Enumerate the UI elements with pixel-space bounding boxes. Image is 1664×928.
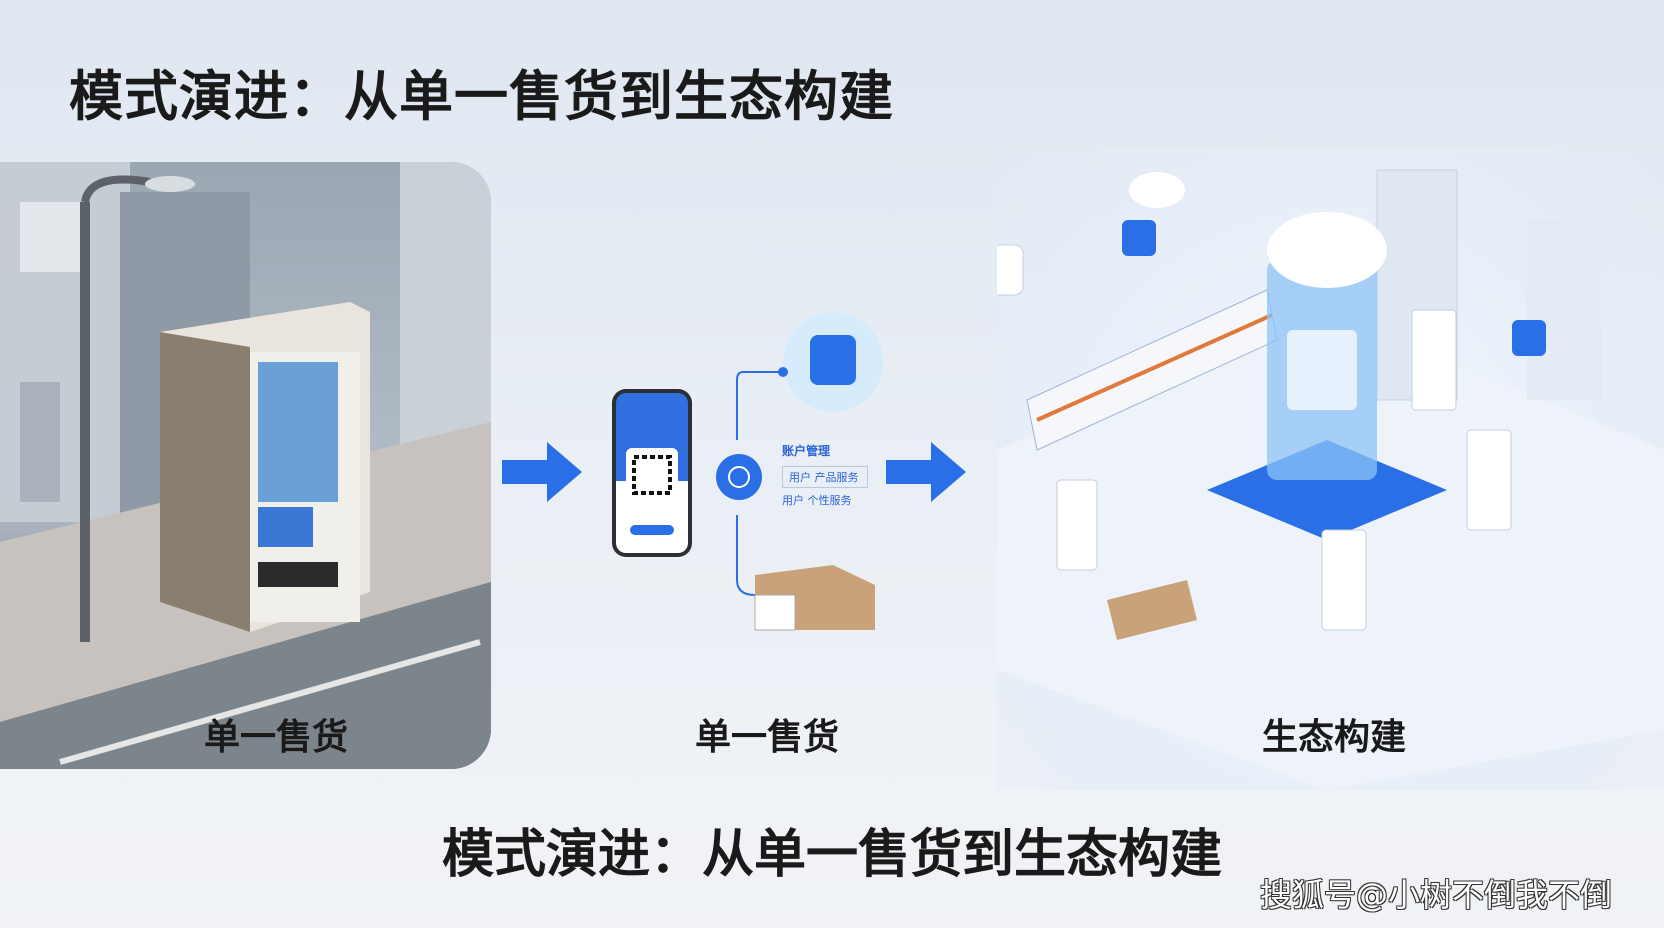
ecosystem-illustration	[976, 150, 1664, 790]
street-scene-icon	[0, 162, 491, 769]
watermark: 搜狐号@小树不倒我不倒	[1260, 876, 1613, 914]
phone-qr-illustration	[612, 389, 692, 557]
stage-label-single-retail-digital: 单一售货	[694, 717, 840, 758]
flow-item-account: 账户管理	[782, 444, 831, 458]
bottom-title: 模式演进：从单一售货到生态构建	[441, 825, 1222, 885]
flow-item-user-product: 用户 产品服务	[782, 466, 868, 488]
stage-label-ecosystem: 生态构建	[1261, 717, 1407, 758]
vending-machine-illustration	[0, 162, 491, 769]
page-title: 模式演进：从单一售货到生态构建	[69, 65, 894, 128]
stage-label-single-retail: 单一售货	[203, 717, 349, 758]
arrow-right-icon	[502, 442, 582, 502]
flow-item-user-custom: 用户 个性服务	[782, 494, 852, 507]
qr-code-icon	[626, 448, 678, 535]
smart-city-icon	[976, 169, 1664, 790]
flow-diagram	[716, 312, 883, 631]
arrow-right-icon	[886, 442, 966, 502]
